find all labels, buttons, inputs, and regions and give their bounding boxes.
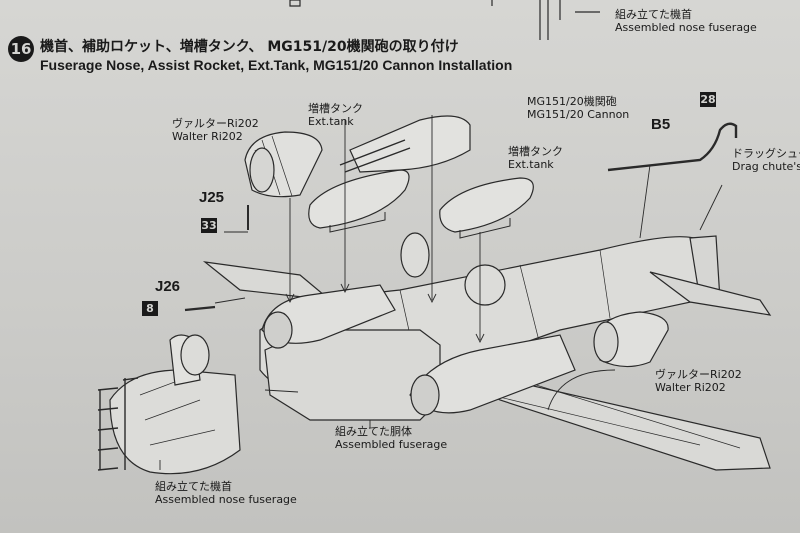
wheel-2 (464, 264, 506, 306)
part-j26-label: J26 (155, 278, 181, 295)
cannon-label-jp: MG151/20機関砲 (527, 95, 617, 108)
drag-chute-label-jp: ドラッグシュー (732, 147, 800, 160)
part-j25-label: J25 (199, 189, 225, 206)
step-title-jp: 機首、補助ロケット、増槽タンク、 MG151/20機関砲の取り付け (40, 39, 459, 55)
wheel-3 (180, 334, 210, 376)
walter-top-label-jp: ヴァルターRi202 (172, 117, 259, 130)
step-number: 16 (8, 36, 34, 62)
part-box-8: 8 (142, 301, 158, 316)
cannon-assembly (349, 115, 471, 173)
prev-step-fragment (491, 0, 561, 40)
prev-step-note-jp: 組み立てた機首 (615, 8, 692, 21)
assembly-arrows (159, 115, 723, 470)
part-box-28: 28 (700, 92, 716, 107)
walter-bottom-label-jp: ヴァルターRi202 (655, 368, 742, 381)
wheel-1 (400, 232, 430, 278)
part-j26-stem (184, 305, 216, 312)
nose-label-en: Assembled nose fuserage (155, 493, 297, 506)
walter-bottom-label-en: Walter Ri202 (655, 381, 726, 394)
ext-tank-right (439, 177, 534, 233)
fuselage-label-jp: 組み立てた胴体 (335, 425, 412, 438)
nose-antennas (97, 377, 139, 471)
tank-left-label-jp: 増槽タンク (308, 102, 363, 115)
tank-right-label-jp: 増槽タンク (508, 145, 563, 158)
nose-label-jp: 組み立てた機首 (155, 480, 232, 493)
nacelle-intake (410, 374, 440, 416)
wing-right-panel-lines (469, 379, 741, 449)
tail-plane (649, 271, 772, 316)
cannon-label-en: MG151/20 Cannon (527, 108, 630, 121)
step-title-en: Fuserage Nose, Assist Rocket, Ext.Tank, … (40, 57, 513, 73)
ext-tank-left (308, 169, 410, 229)
nose-section (109, 369, 241, 475)
tank-right-label-en: Ext.tank (508, 158, 554, 171)
fuselage-label-en: Assembled fuserage (335, 438, 448, 451)
tank-left-label-en: Ext.tank (308, 115, 354, 128)
drag-chute-label-en: Drag chute's (732, 160, 800, 173)
part-b5-label: B5 (651, 116, 671, 133)
prev-step-note-en: Assembled nose fuserage (615, 21, 757, 34)
prev-step-fragment (289, 0, 301, 7)
drag-chute-rod (607, 122, 738, 172)
walter-top-label-en: Walter Ri202 (172, 130, 243, 143)
part-box-33: 33 (201, 218, 217, 233)
